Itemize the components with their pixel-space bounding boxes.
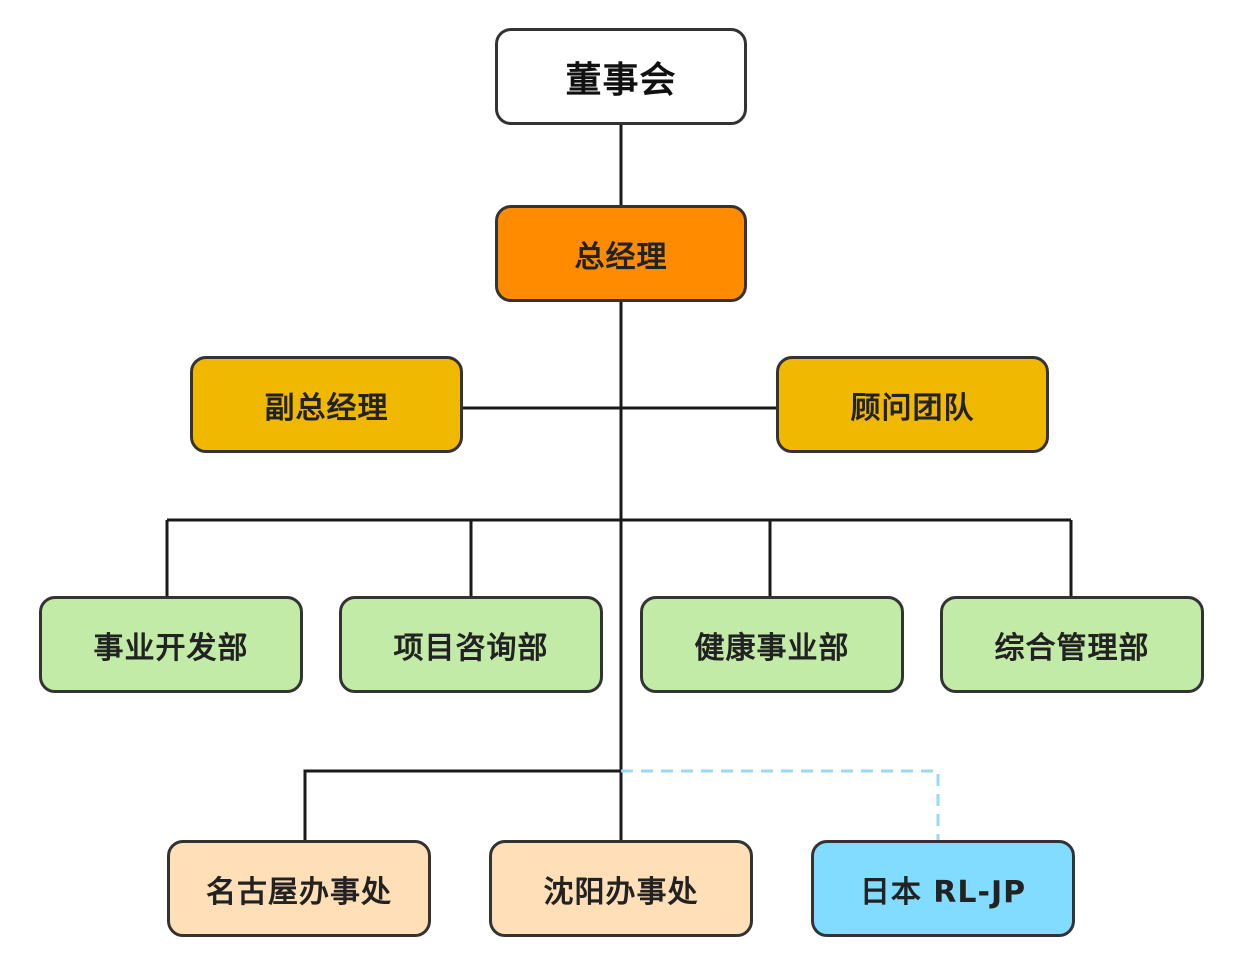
node-office-nagoya: 名古屋办事处 xyxy=(167,840,431,937)
node-dept-label: 健康事业部 xyxy=(694,630,850,666)
node-office-japan-rl-jp: 日本 RL-JP xyxy=(811,840,1075,937)
node-advisory-team-label: 顾问团队 xyxy=(850,390,975,426)
node-deputy-gm-label: 副总经理 xyxy=(264,390,389,426)
node-dept-label: 事业开发部 xyxy=(93,630,249,666)
node-advisory-team: 顾问团队 xyxy=(776,356,1049,453)
node-office-label: 名古屋办事处 xyxy=(206,874,392,910)
node-office-shenyang: 沈阳办事处 xyxy=(489,840,753,937)
node-dept-general-management: 综合管理部 xyxy=(940,596,1204,693)
node-dept-business-development: 事业开发部 xyxy=(39,596,303,693)
node-dept-project-consulting: 项目咨询部 xyxy=(339,596,603,693)
node-board: 董事会 xyxy=(495,28,747,125)
node-dept-label: 项目咨询部 xyxy=(393,630,549,666)
node-general-manager: 总经理 xyxy=(495,205,747,302)
node-general-manager-label: 总经理 xyxy=(574,239,668,275)
line-office-3-dashed xyxy=(621,769,940,840)
node-dept-health-business: 健康事业部 xyxy=(640,596,904,693)
node-dept-label: 综合管理部 xyxy=(994,630,1150,666)
line-office-1 xyxy=(303,769,621,840)
node-deputy-gm: 副总经理 xyxy=(190,356,463,453)
node-office-label: 日本 RL-JP xyxy=(859,874,1027,910)
node-office-label: 沈阳办事处 xyxy=(543,874,699,910)
node-board-label: 董事会 xyxy=(565,59,677,101)
